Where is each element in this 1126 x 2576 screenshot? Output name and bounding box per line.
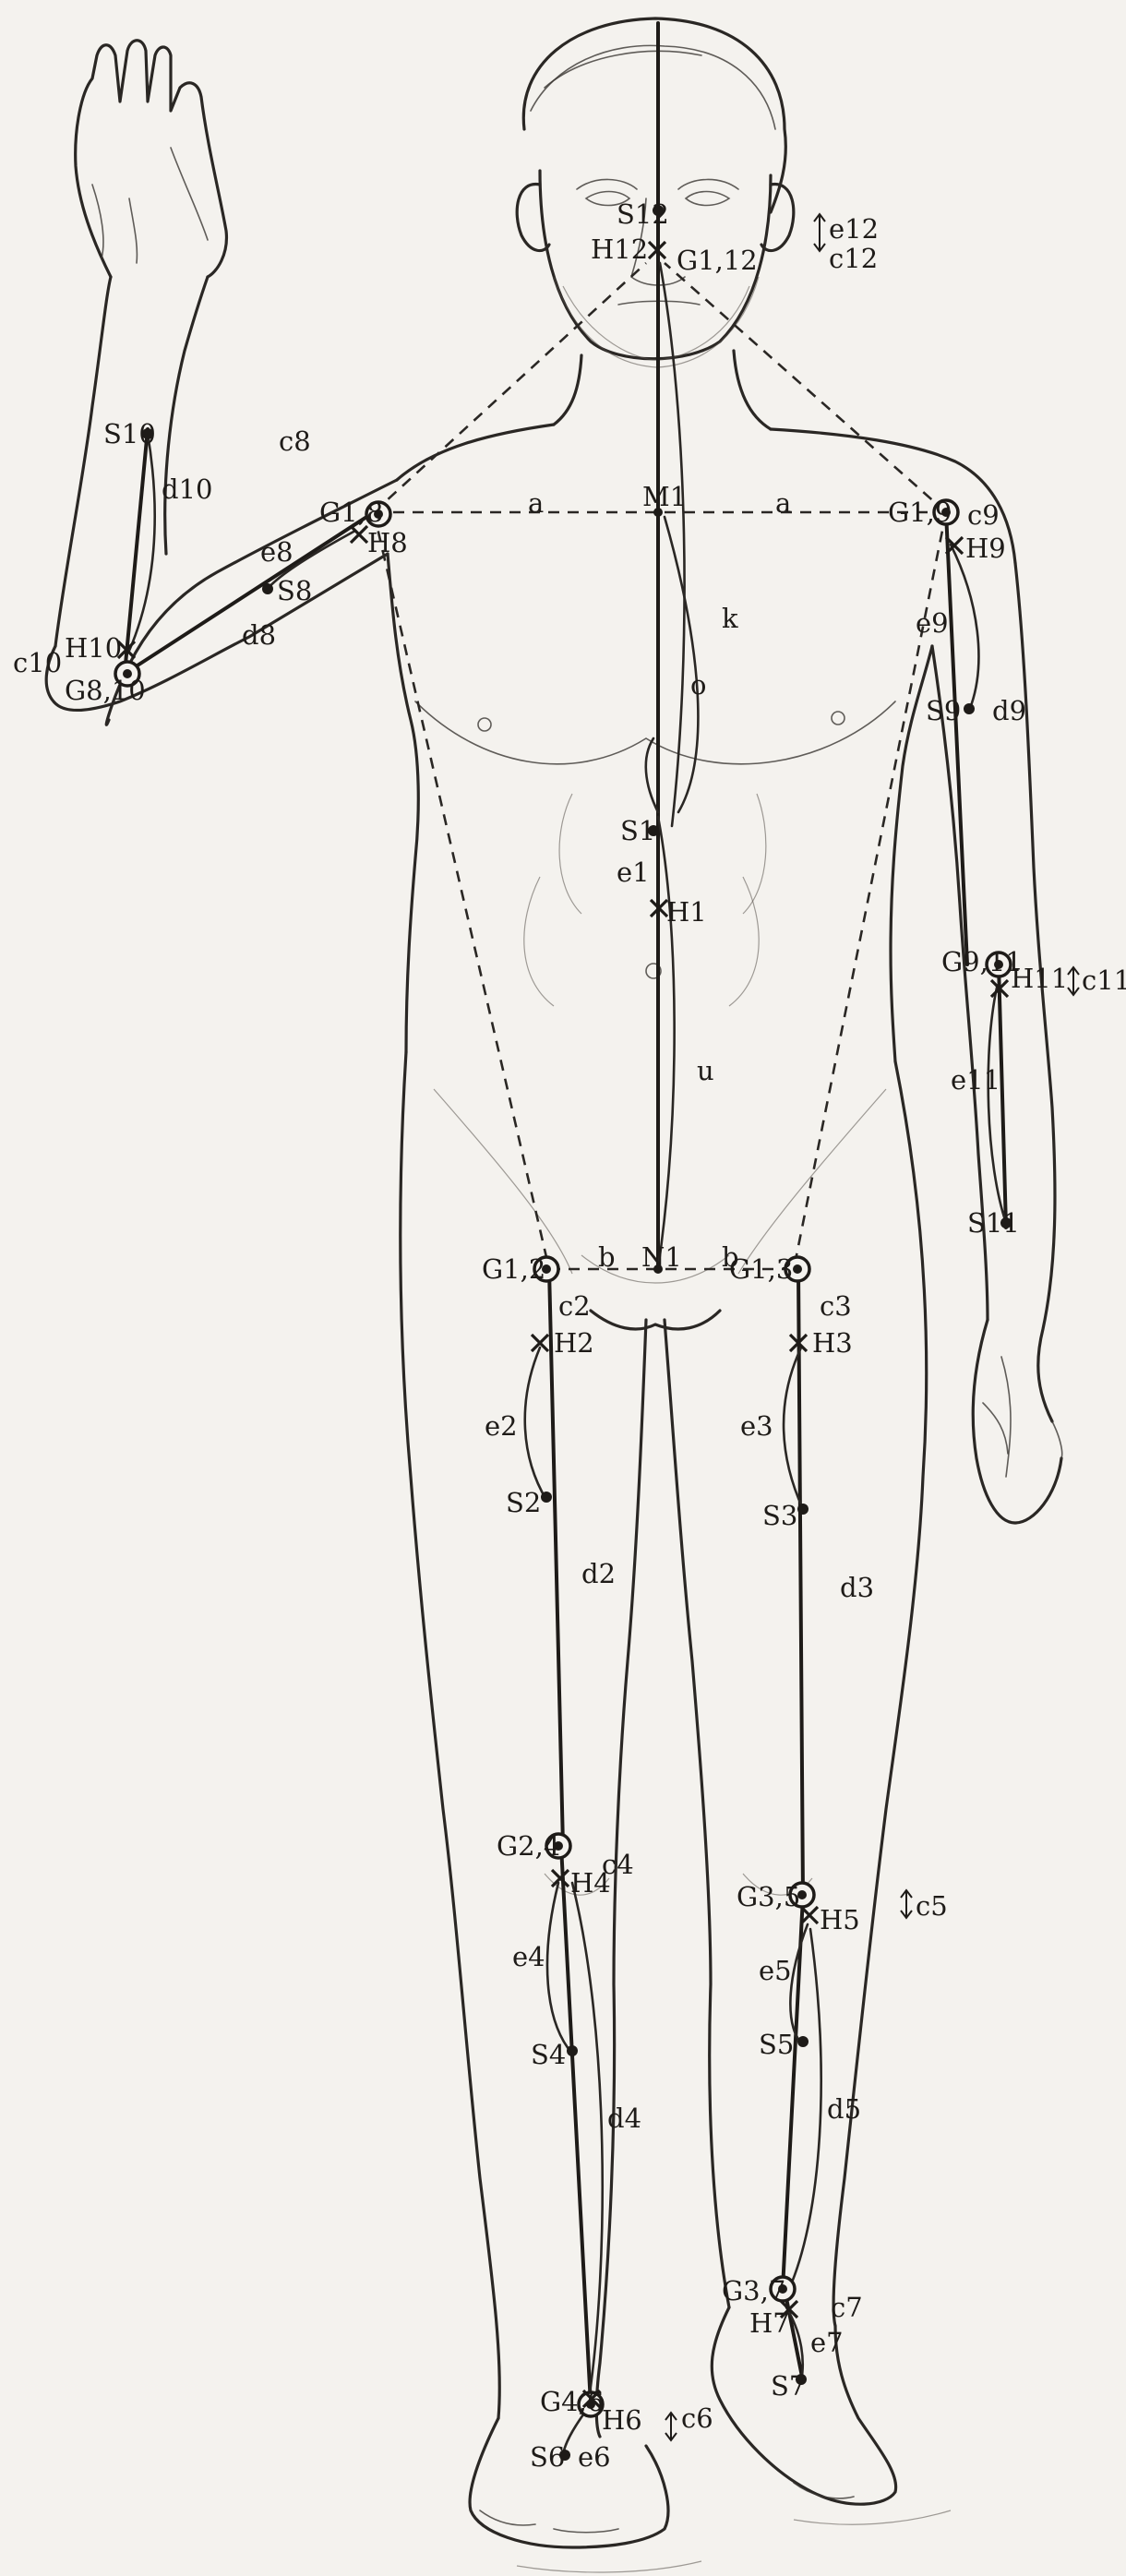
- label-S5: S5: [759, 2029, 794, 2060]
- label-G37: G3,7: [722, 2275, 785, 2306]
- point-S9: [964, 703, 975, 714]
- label-d5: d5: [827, 2093, 861, 2125]
- label-G18: G1,8: [319, 497, 383, 528]
- label-M1: M1: [642, 481, 687, 512]
- label-S7: S7: [771, 2370, 806, 2402]
- label-a-right: a: [775, 487, 791, 519]
- label-a-left: a: [528, 487, 544, 519]
- label-S2: S2: [506, 1487, 541, 1518]
- label-G13: G1,3: [729, 1253, 793, 1285]
- segment-axes: [125, 23, 1006, 2455]
- label-e11: e11: [951, 1064, 1000, 1096]
- label-c7: c7: [831, 2292, 863, 2323]
- label-o: o: [690, 669, 706, 701]
- label-c6: c6: [681, 2402, 713, 2434]
- point-S2: [541, 1492, 552, 1503]
- c-arrows: [665, 214, 1079, 2440]
- label-S10: S10: [103, 418, 156, 449]
- point-S5: [797, 2036, 809, 2047]
- label-G24: G2,4: [497, 1830, 560, 1862]
- label-c2: c2: [558, 1290, 591, 1322]
- label-d4: d4: [607, 2103, 641, 2134]
- label-S12: S12: [617, 198, 669, 230]
- label-G810: G8,10: [65, 675, 146, 706]
- label-H9: H9: [965, 533, 1006, 564]
- label-G35: G3,5: [737, 1881, 800, 1912]
- label-c8: c8: [279, 425, 311, 457]
- label-H6: H6: [602, 2404, 642, 2436]
- h-crosses: [118, 242, 1008, 2407]
- label-H12: H12: [591, 234, 648, 265]
- label-G12: G1,2: [482, 1253, 545, 1285]
- label-H4: H4: [570, 1867, 611, 1899]
- label-H1: H1: [666, 896, 707, 928]
- label-G19: G1,9: [888, 497, 952, 528]
- label-c10: c10: [13, 647, 62, 678]
- label-e6: e6: [578, 2441, 611, 2473]
- label-c9: c9: [967, 499, 1000, 531]
- label-H2: H2: [554, 1327, 594, 1359]
- point-S8: [262, 583, 273, 594]
- label-G46: G4,6: [540, 2386, 604, 2417]
- label-S4: S4: [531, 2039, 566, 2070]
- label-c11: c11: [1082, 965, 1126, 996]
- label-H5: H5: [820, 1904, 860, 1935]
- label-H10: H10: [65, 632, 122, 664]
- label-H11: H11: [1011, 963, 1068, 994]
- label-S3: S3: [762, 1500, 797, 1531]
- label-k: k: [722, 603, 738, 634]
- label-N1: N1: [641, 1241, 682, 1273]
- label-e1: e1: [617, 857, 650, 888]
- label-c3: c3: [820, 1290, 852, 1322]
- point-S3: [797, 1504, 809, 1515]
- label-e4: e4: [512, 1941, 545, 1972]
- label-e8: e8: [260, 536, 293, 568]
- label-G112: G1,12: [677, 245, 758, 276]
- label-S6: S6: [530, 2441, 565, 2473]
- body-outline: [46, 18, 1062, 2572]
- label-S11: S11: [967, 1207, 1020, 1239]
- label-e3: e3: [740, 1410, 773, 1442]
- label-d9: d9: [992, 695, 1026, 726]
- label-c12: c12: [829, 243, 878, 274]
- label-S1: S1: [620, 815, 655, 846]
- joint-markers: [115, 500, 1011, 2416]
- label-S8: S8: [277, 575, 312, 606]
- label-e7: e7: [810, 2327, 844, 2358]
- label-e9: e9: [916, 607, 949, 639]
- label-e2: e2: [485, 1410, 518, 1442]
- label-d10: d10: [162, 473, 212, 505]
- label-H8: H8: [367, 527, 408, 558]
- label-H3: H3: [812, 1327, 853, 1359]
- label-S9: S9: [926, 695, 961, 726]
- label-e12: e12: [829, 213, 879, 245]
- point-S4: [567, 2045, 578, 2056]
- label-d8: d8: [242, 619, 276, 651]
- label-d2: d2: [581, 1558, 616, 1589]
- label-b-left: b: [598, 1241, 616, 1273]
- label-u: u: [697, 1055, 714, 1086]
- label-e5: e5: [759, 1955, 792, 1986]
- label-H7: H7: [749, 2307, 790, 2339]
- label-c5: c5: [916, 1890, 948, 1922]
- label-d3: d3: [840, 1572, 874, 1603]
